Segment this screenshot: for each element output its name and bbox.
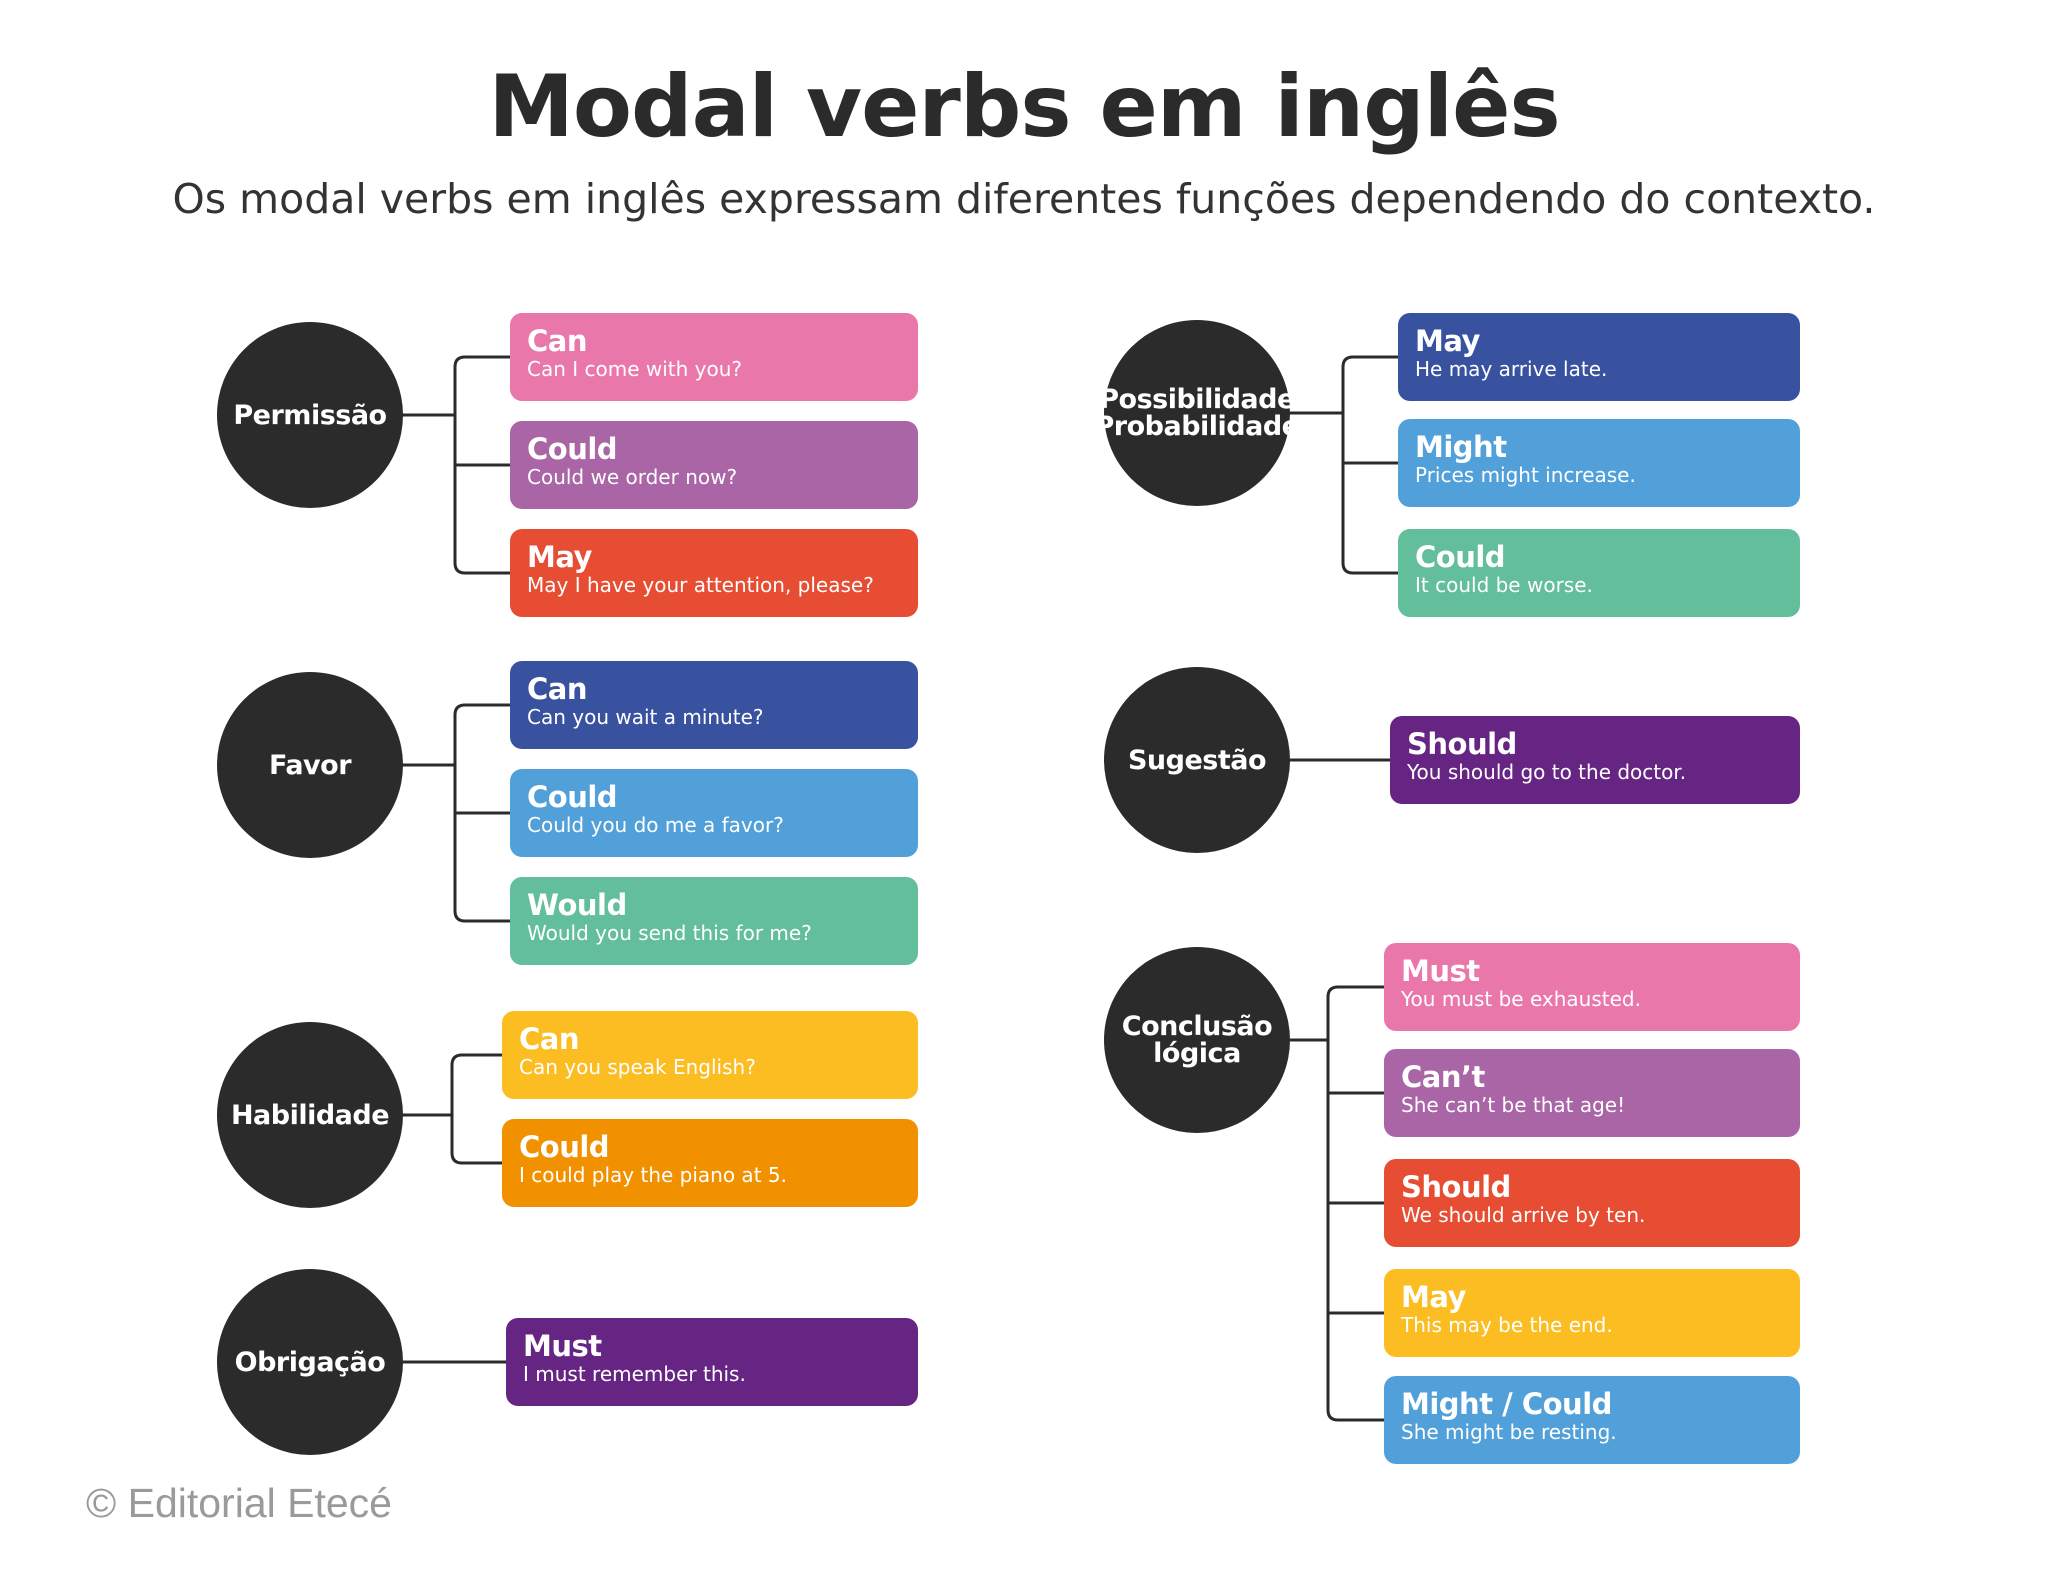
example-sentence: Can you wait a minute? xyxy=(527,705,764,729)
modal-verb: Must xyxy=(523,1329,602,1363)
modal-verb: Could xyxy=(527,780,618,814)
example-sentence: She can’t be that age! xyxy=(1401,1093,1626,1117)
category-circle: Obrigação xyxy=(217,1269,403,1455)
example-sentence: Can you speak English? xyxy=(519,1055,756,1079)
example-sentence: Would you send this for me? xyxy=(527,921,812,945)
example-sentence: You must be exhausted. xyxy=(1401,987,1641,1011)
example-sentence: You should go to the doctor. xyxy=(1407,760,1687,784)
modal-verb: Could xyxy=(519,1130,610,1164)
modal-verb: Should xyxy=(1407,727,1517,761)
example-sentence: This may be the end. xyxy=(1401,1313,1613,1337)
modal-verb: Would xyxy=(527,888,627,922)
category-circle: Conclusão lógica xyxy=(1104,947,1290,1133)
example-sentence: Could we order now? xyxy=(527,465,738,489)
example-sentence: I could play the piano at 5. xyxy=(519,1163,787,1187)
modal-verb: Can xyxy=(519,1022,580,1056)
modal-verb: Can xyxy=(527,324,588,358)
page-title: Modal verbs em inglês xyxy=(488,57,1560,157)
modal-verb: May xyxy=(1401,1280,1466,1314)
category-circle: Sugestão xyxy=(1104,667,1290,853)
page-subtitle: Os modal verbs em inglês expressam difer… xyxy=(172,175,1876,223)
modal-verb: Can’t xyxy=(1401,1060,1485,1094)
example-sentence: She might be resting. xyxy=(1401,1420,1617,1444)
modal-verb: Might / Could xyxy=(1401,1387,1612,1421)
modal-verb: May xyxy=(527,540,592,574)
example-sentence: May I have your attention, please? xyxy=(527,573,874,597)
category-circle: Permissão xyxy=(217,322,403,508)
connector-trunk xyxy=(450,1053,463,1165)
modal-verb: May xyxy=(1415,324,1480,358)
connector-trunk xyxy=(1341,355,1354,575)
example-sentence: Could you do me a favor? xyxy=(527,813,784,837)
example-sentence: He may arrive late. xyxy=(1415,357,1608,381)
modal-verb: Must xyxy=(1401,954,1480,988)
modal-verb: Could xyxy=(527,432,618,466)
example-sentence: Prices might increase. xyxy=(1415,463,1636,487)
copyright-credit: © Editorial Etecé xyxy=(86,1480,392,1526)
category-circle: Favor xyxy=(217,672,403,858)
example-sentence: It could be worse. xyxy=(1415,573,1593,597)
category-circle: Possibilidade Probabilidade xyxy=(1095,320,1300,506)
category-circle: Habilidade xyxy=(217,1022,403,1208)
modal-verb: Should xyxy=(1401,1170,1511,1204)
modal-verb: Might xyxy=(1415,430,1507,464)
modal-verb: Could xyxy=(1415,540,1506,574)
modal-verb: Can xyxy=(527,672,588,706)
example-sentence: I must remember this. xyxy=(523,1362,746,1386)
example-sentence: Can I come with you? xyxy=(527,357,743,381)
example-sentence: We should arrive by ten. xyxy=(1401,1203,1646,1227)
